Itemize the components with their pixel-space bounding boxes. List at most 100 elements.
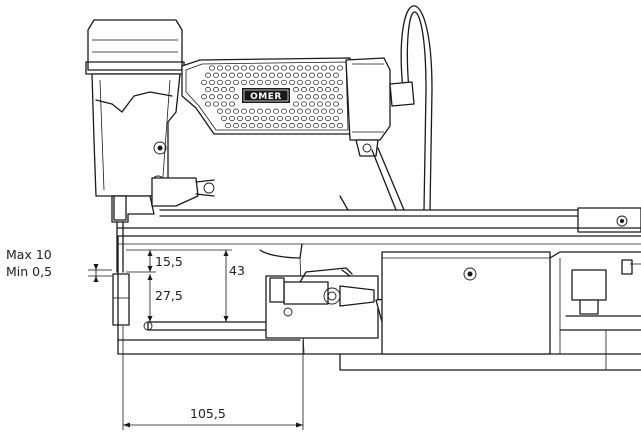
grip-dot (293, 115, 299, 121)
grip-dot (229, 115, 235, 121)
nail-tip (112, 195, 130, 326)
grip-dot (329, 108, 335, 114)
grip-dot (269, 72, 275, 78)
dim-27-5: 27,5 (155, 288, 183, 303)
grip-dot (233, 79, 239, 85)
grip-texture (201, 65, 343, 129)
grip-dot (317, 115, 323, 121)
grip-dot (333, 115, 339, 121)
grip-dot (229, 72, 235, 78)
grip-dot (313, 94, 319, 100)
grip-dot (249, 108, 255, 114)
grip-dot (329, 123, 335, 129)
grip-dot (225, 79, 231, 85)
grip-dot (249, 79, 255, 85)
dim-105-5: 105,5 (190, 406, 226, 421)
grip-dot (297, 123, 303, 129)
grip-dot (309, 101, 315, 107)
grip-dot (313, 108, 319, 114)
grip-dot (245, 72, 251, 78)
grip-dot (329, 65, 335, 71)
grip-dot (309, 87, 315, 93)
grip-dot (221, 87, 227, 93)
grip-dot (305, 65, 311, 71)
grip-dot (313, 123, 319, 129)
grip-dot (281, 79, 287, 85)
grip-dot (277, 115, 283, 121)
grip-dot (217, 65, 223, 71)
grip-dot (241, 79, 247, 85)
grip-dot (209, 65, 215, 71)
grip-dot (313, 65, 319, 71)
grip-dot (317, 72, 323, 78)
grip-dot (225, 123, 231, 129)
grip-dot (209, 79, 215, 85)
grip-dot (205, 101, 211, 107)
grip-dot (241, 123, 247, 129)
grip-dot (221, 72, 227, 78)
max-label: Max 10 (6, 247, 52, 262)
grip-dot (221, 101, 227, 107)
grip-dot (265, 79, 271, 85)
grip-dot (293, 87, 299, 93)
grip-dot (297, 94, 303, 100)
grip-dot (333, 101, 339, 107)
grip-dot (253, 115, 259, 121)
brand-logo: OMER (250, 92, 282, 102)
grip-dot (233, 94, 239, 100)
grip-dot (213, 72, 219, 78)
grip-dot (321, 108, 327, 114)
grip-dot (301, 87, 307, 93)
grip-dot (229, 101, 235, 107)
grip-dot (249, 65, 255, 71)
grip-dot (297, 108, 303, 114)
grip-dot (305, 94, 311, 100)
grip-dot (269, 115, 275, 121)
grip-dot (297, 65, 303, 71)
grip-dot (313, 79, 319, 85)
grip-dot (257, 79, 263, 85)
grip-dot (321, 79, 327, 85)
grip-dot (229, 87, 235, 93)
grip-dot (201, 94, 207, 100)
grip-dot (289, 108, 295, 114)
grip-dot (305, 79, 311, 85)
grip-dot (329, 94, 335, 100)
tool-body (85, 19, 215, 223)
grip-dot (221, 115, 227, 121)
grip-dot (273, 123, 279, 129)
grip-dot (201, 79, 207, 85)
dim-43: 43 (229, 263, 245, 278)
grip-dot (273, 79, 279, 85)
grip-dot (265, 108, 271, 114)
grip-dot (245, 115, 251, 121)
grip-dot (281, 65, 287, 71)
grip-dot (217, 94, 223, 100)
grip-dot (257, 108, 263, 114)
grip-dot (233, 65, 239, 71)
grip-dot (277, 72, 283, 78)
grip-dot (301, 72, 307, 78)
grip-dot (289, 123, 295, 129)
grip-dot (333, 72, 339, 78)
grip-dot (309, 115, 315, 121)
grip-dot (225, 65, 231, 71)
grip-dot (261, 72, 267, 78)
grip-dot (285, 115, 291, 121)
grip-dot (297, 79, 303, 85)
air-hose (400, 5, 433, 211)
grip-dot (257, 123, 263, 129)
grip-handle: OMER (181, 57, 353, 135)
grip-dot (253, 72, 259, 78)
grip-dot (265, 123, 271, 129)
grip-dot (257, 65, 263, 71)
grip-dot (289, 79, 295, 85)
grip-dot (317, 101, 323, 107)
grip-dot (261, 115, 267, 121)
grip-dot (233, 108, 239, 114)
grip-dot (281, 108, 287, 114)
grip-dot (237, 115, 243, 121)
grip-dot (249, 123, 255, 129)
grip-dot (213, 87, 219, 93)
